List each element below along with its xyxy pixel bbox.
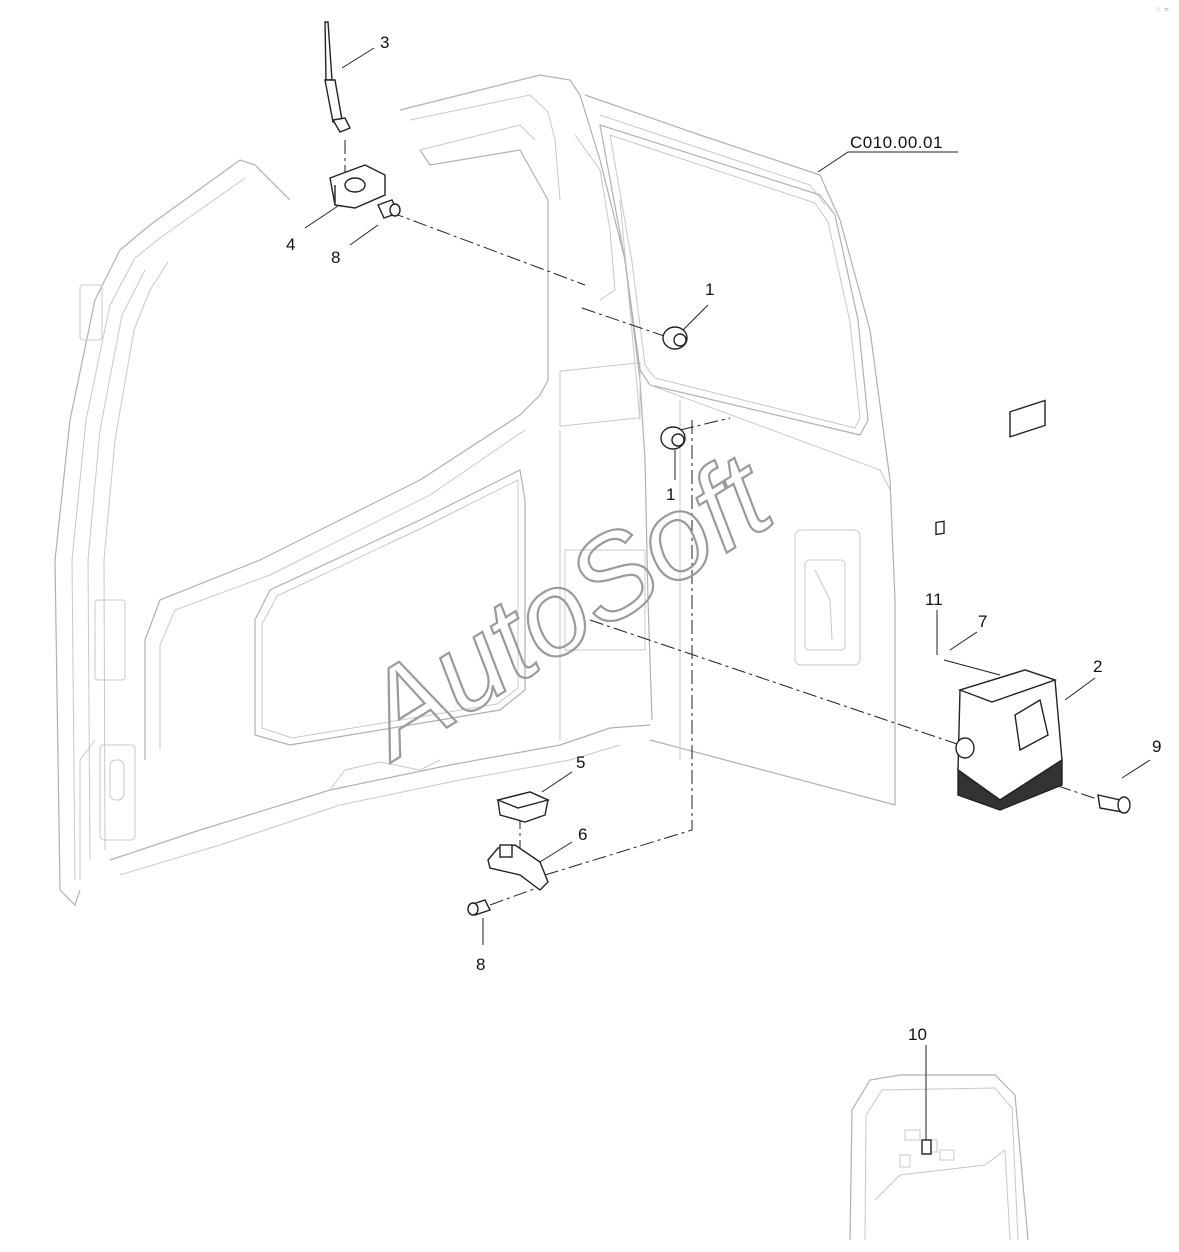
cab-left-frame	[54, 159, 291, 907]
callout-9: 9	[1152, 737, 1161, 756]
callout-1-upper: 1	[705, 280, 714, 299]
callout-10: 10	[908, 1025, 927, 1044]
bolt-part-8-bottom	[467, 899, 491, 916]
bracket-part-4	[329, 164, 386, 209]
assembly-lines	[344, 140, 1101, 906]
callout-11: 11	[925, 590, 943, 609]
reference-code: C010.00.01	[850, 133, 943, 152]
grommet-part-1-upper	[662, 326, 688, 350]
mount-part-6	[487, 844, 549, 891]
watermark-text: AutoSoft	[334, 428, 796, 785]
antenna-part-3	[324, 21, 351, 133]
label-part-7	[935, 520, 945, 536]
cab-rear-panel	[584, 94, 896, 806]
callout-4: 4	[286, 235, 295, 254]
callout-3: 3	[380, 33, 389, 52]
callout-8-top: 8	[331, 248, 340, 267]
callout-2: 2	[1093, 657, 1102, 676]
leader-lines	[304, 47, 1151, 1140]
detail-view-part-10	[849, 1074, 1029, 1241]
callout-7: 7	[978, 612, 987, 631]
callout-1-lower: 1	[666, 485, 675, 504]
bolt-part-8-top	[377, 199, 401, 219]
control-unit-part-2	[955, 399, 1063, 811]
callout-8-bottom: 8	[476, 955, 485, 974]
cab-side-panel	[109, 74, 653, 876]
block-part-5	[495, 791, 551, 823]
screw-part-9	[1097, 794, 1131, 814]
corner-mark: ☞ ≈	[1155, 5, 1169, 14]
grommet-part-1-lower	[660, 426, 686, 450]
callout-6: 6	[578, 825, 587, 844]
callout-5: 5	[576, 753, 585, 772]
